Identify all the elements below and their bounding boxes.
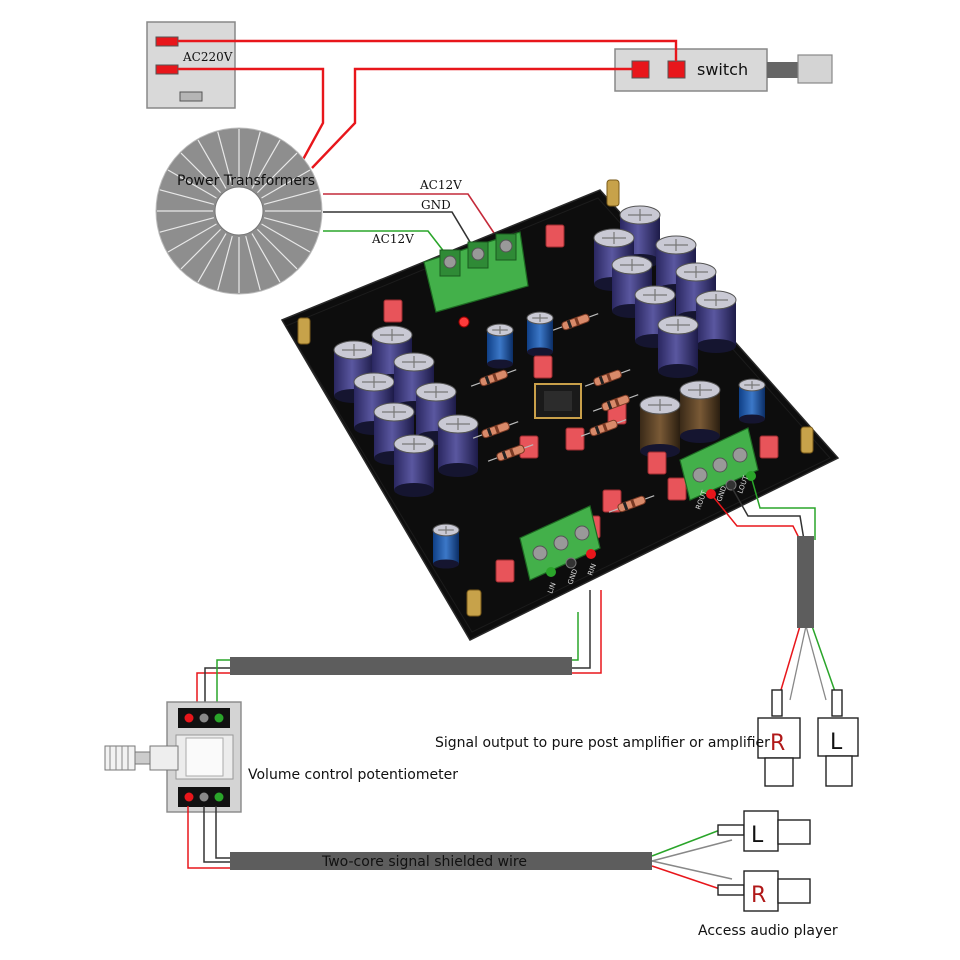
input-terminal-block: LIN GND RIN xyxy=(519,505,601,595)
capacitor xyxy=(415,382,457,445)
winding-line xyxy=(180,152,222,194)
capacitor xyxy=(657,315,699,378)
resistor xyxy=(472,421,519,439)
capacitor xyxy=(437,414,479,477)
resistor xyxy=(584,369,631,387)
preamp-pcb: ROUT GND LOUT LIN GND RIN xyxy=(280,179,840,641)
winding-line xyxy=(180,228,222,270)
winding-line xyxy=(197,233,227,283)
winding-line xyxy=(217,235,233,291)
winding-line xyxy=(159,217,215,233)
winding-line xyxy=(245,131,261,187)
winding-line xyxy=(245,235,261,291)
power-transformers-label: Power Transformers xyxy=(177,173,315,189)
winding-line xyxy=(251,139,281,189)
power-led xyxy=(458,316,470,328)
resistor xyxy=(487,444,534,462)
resistor xyxy=(470,369,517,387)
winding-line xyxy=(263,189,319,205)
film-capacitor xyxy=(602,489,622,513)
film-capacitor xyxy=(647,451,667,475)
power-terminal-block xyxy=(423,231,529,313)
ac12v-top-label: AC12V xyxy=(419,178,462,192)
switch-label: switch xyxy=(697,60,748,79)
winding-line xyxy=(261,223,311,253)
opamp-chip xyxy=(534,383,582,419)
volume-control-label: Volume control potentiometer xyxy=(248,767,458,783)
signal-output-label: Signal output to pure post amplifier or … xyxy=(435,735,770,751)
access-audio-player-label: Access audio player xyxy=(698,923,838,939)
film-capacitor xyxy=(545,224,565,248)
winding-line xyxy=(256,228,298,270)
film-capacitor xyxy=(667,477,687,501)
ac220v-label: AC220V xyxy=(182,50,233,64)
film-capacitor xyxy=(759,435,779,459)
resistor xyxy=(552,313,599,331)
film-capacitor xyxy=(533,355,553,379)
output-shielded-cable xyxy=(797,536,814,628)
rca-input-right: R xyxy=(717,870,811,912)
capacitor xyxy=(432,523,460,569)
winding-line xyxy=(159,189,215,205)
winding-line xyxy=(256,152,298,194)
capacitor xyxy=(639,395,681,458)
capacitor xyxy=(695,290,737,353)
capacitor xyxy=(393,434,435,497)
pot-to-player-wires xyxy=(187,806,733,890)
ac12v-bottom-label: AC12V xyxy=(371,232,414,246)
input-r-label: R xyxy=(751,883,766,908)
ac220v-socket: AC220V xyxy=(146,21,236,109)
power-switch: switch xyxy=(614,48,833,92)
capacitor xyxy=(526,311,554,357)
mains-wires xyxy=(178,39,678,169)
pcb-input-shielded-cable xyxy=(230,657,572,675)
output-l-label: L xyxy=(830,730,843,755)
winding-line xyxy=(261,169,311,199)
capacitor xyxy=(738,378,766,424)
resistors xyxy=(470,313,655,513)
rca-output-right: R xyxy=(757,689,801,787)
winding-line xyxy=(251,233,281,283)
output-r-label: R xyxy=(770,731,785,756)
pcb-to-pot-wires xyxy=(196,590,602,712)
rca-output-left: L xyxy=(817,689,859,787)
winding-line xyxy=(197,139,227,189)
winding-line xyxy=(167,223,217,253)
two-core-shielded-cable xyxy=(230,852,652,870)
output-wires xyxy=(710,475,839,701)
shielded-wire-label: Two-core signal shielded wire xyxy=(321,854,527,870)
capacitor xyxy=(679,380,721,443)
resistor xyxy=(580,419,627,437)
gnd-label: GND xyxy=(421,198,451,212)
standoffs xyxy=(297,179,814,617)
input-l-label: L xyxy=(751,823,764,848)
winding-line xyxy=(167,169,217,199)
rca-input-left: L xyxy=(717,810,811,852)
film-capacitor xyxy=(565,427,585,451)
winding-line xyxy=(217,131,233,187)
power-transformer: Power Transformers xyxy=(155,127,323,295)
pcb-input-pin-lin: LIN xyxy=(546,581,557,594)
resistor xyxy=(608,495,655,513)
electrolytic-capacitors xyxy=(333,205,766,569)
film-capacitor xyxy=(495,559,515,583)
winding-line xyxy=(263,217,319,233)
resistor xyxy=(592,394,639,412)
film-capacitor xyxy=(383,299,403,323)
capacitor xyxy=(486,323,514,369)
pcb-input-pin-rin: RIN xyxy=(586,563,598,577)
volume-potentiometer xyxy=(104,701,242,813)
